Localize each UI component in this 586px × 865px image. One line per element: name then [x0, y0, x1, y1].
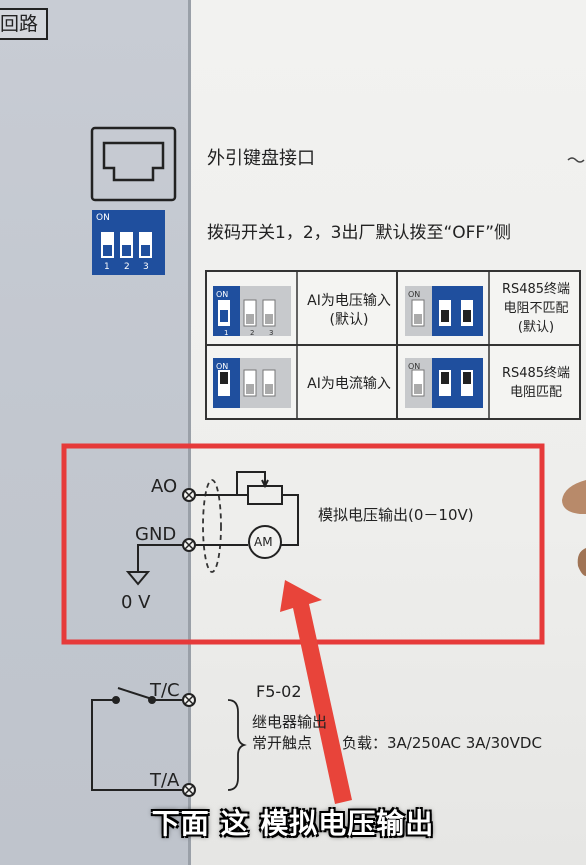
table-dip-num-1: 1 — [224, 329, 229, 337]
dip-number-2: 2 — [124, 262, 130, 272]
keyboard-port-label: 外引键盘接口 — [207, 148, 315, 169]
video-caption: 下面 这 模拟电压输出 — [151, 807, 435, 840]
dip-settings-table: ON ON ON ON 1 2 3 AI为电压输入 (默认) AI为电流输入 R… — [205, 270, 581, 420]
dip-switch-icon — [92, 210, 165, 275]
relay-contact-wiring — [91, 687, 183, 791]
zero-volt-label: 0 V — [121, 592, 151, 613]
shield-ellipse — [202, 479, 222, 573]
terminal-tc-label: T/C — [150, 680, 180, 701]
terminal-ao — [182, 488, 196, 502]
relay-contact-label: 常开触点 — [252, 734, 313, 752]
ammeter-icon — [248, 525, 282, 559]
table-dip-num-2: 2 — [250, 329, 255, 337]
terminal-ta — [182, 783, 196, 797]
analog-output-label: 模拟电压输出(0－10V) — [318, 506, 474, 524]
finger-shape-2 — [577, 548, 586, 576]
relay-load-label: 负载：3A/250AC 3A/30VDC — [342, 734, 542, 752]
circuit-title-text: 回路 — [0, 13, 39, 35]
dip-number-3: 3 — [143, 262, 149, 272]
dip-on-label: ON — [96, 213, 110, 223]
terminal-ta-label: T/A — [150, 770, 180, 791]
relay-code-label: F5-02 — [256, 682, 302, 701]
dip-number-1: 1 — [104, 262, 110, 272]
terminal-gnd — [182, 538, 196, 552]
relay-brace — [227, 699, 247, 791]
dip-default-note: 拨码开关1，2，3出厂默认拨至“OFF”侧 — [207, 223, 511, 243]
terminal-ao-label: AO — [151, 476, 178, 497]
table-dip-on-4: ON — [408, 362, 421, 371]
ammeter-label: AM — [254, 535, 273, 549]
terminal-tc — [182, 693, 196, 707]
table-dip-on-1: ON — [216, 290, 229, 299]
finger-shape — [562, 480, 586, 514]
table-cell-current-input: AI为电流输入 — [307, 376, 391, 392]
table-cell-rs485-match: RS485终端 电阻匹配 — [501, 366, 571, 400]
right-panel — [191, 0, 586, 865]
red-arrow-icon — [280, 580, 352, 804]
table-dip-on-2: ON — [216, 362, 229, 371]
table-cell-voltage-input: AI为电压输入 (默认) — [307, 293, 391, 328]
table-dip-num-3: 3 — [269, 329, 274, 337]
keyboard-port-icon — [90, 126, 177, 202]
table-dip-on-3: ON — [408, 290, 421, 299]
terminal-gnd-label: GND — [135, 524, 177, 545]
table-cell-rs485-mismatch: RS485终端 电阻不匹配 (默认) — [501, 282, 571, 335]
circuit-title-tag: 回路 — [0, 8, 49, 40]
ground-symbol — [125, 544, 183, 586]
relay-output-label: 继电器输出 — [252, 713, 328, 731]
panel-divider — [188, 0, 191, 865]
analog-output-wiring — [195, 471, 299, 546]
dip-table-grid — [205, 270, 581, 420]
